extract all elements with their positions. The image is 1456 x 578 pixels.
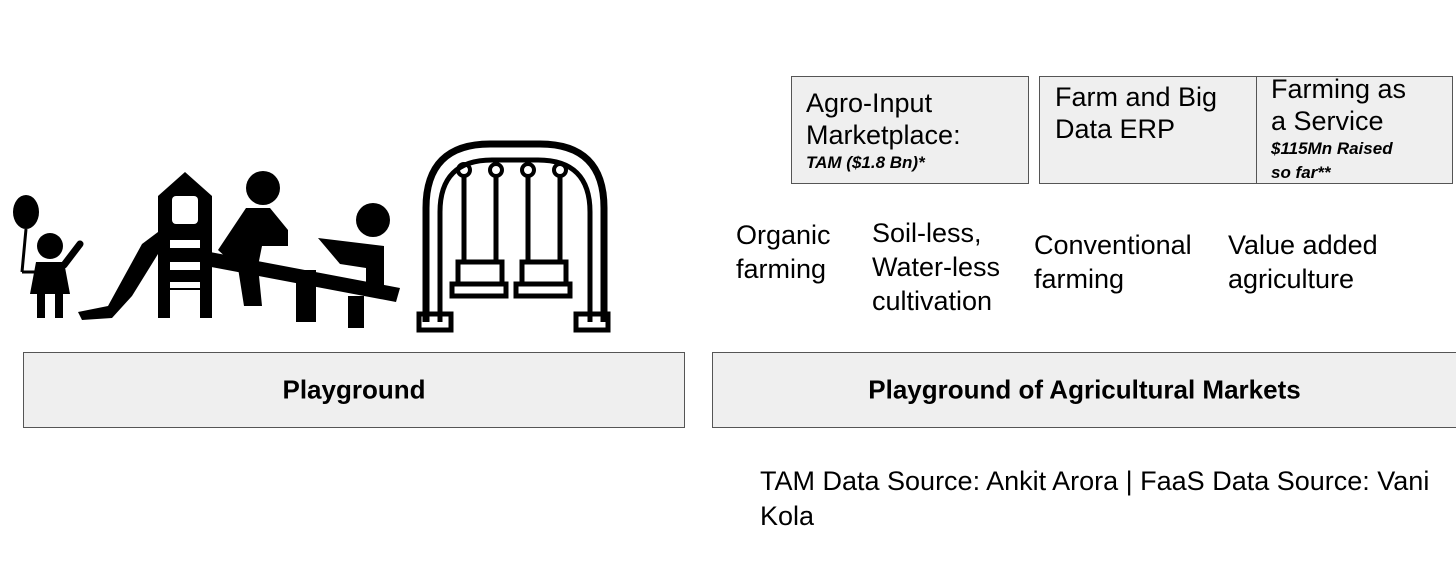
agro-input-marketplace-box: Agro-Input Marketplace: TAM ($1.8 Bn)* [791, 76, 1029, 184]
playground-bar: Playground [23, 352, 685, 428]
erp-and-faas-box: Farm and Big Data ERP Farming as a Servi… [1039, 74, 1453, 184]
child-with-balloon-icon [13, 195, 84, 318]
agricultural-markets-label: Playground of Agricultural Markets [868, 374, 1301, 405]
playground-label: Playground [282, 374, 426, 405]
slide-icon [78, 172, 212, 320]
segment-soil-less-cultivation: Soil-less, Water-less cultivation [872, 218, 1001, 316]
agro-input-title: Agro-Input Marketplace: [806, 88, 961, 150]
swing-set-icon [416, 140, 611, 333]
farm-big-data-erp-title: Farm and Big Data ERP [1055, 82, 1218, 144]
faas-raised-amount: $115Mn Raised so far** [1271, 139, 1393, 179]
agricultural-markets-bar: Playground of Agricultural Markets [712, 352, 1456, 428]
data-source-note: TAM Data Source: Ankit Arora | FaaS Data… [760, 466, 1430, 531]
farming-as-a-service-title: Farming as a Service [1271, 74, 1407, 136]
seesaw-icon [206, 171, 400, 328]
agro-input-tam: TAM ($1.8 Bn)* [806, 153, 925, 172]
segment-conventional-farming: Conventional farming [1034, 230, 1192, 294]
segment-organic-farming: Organic farming [736, 220, 831, 284]
segment-value-added-agriculture: Value added agriculture [1228, 230, 1378, 294]
